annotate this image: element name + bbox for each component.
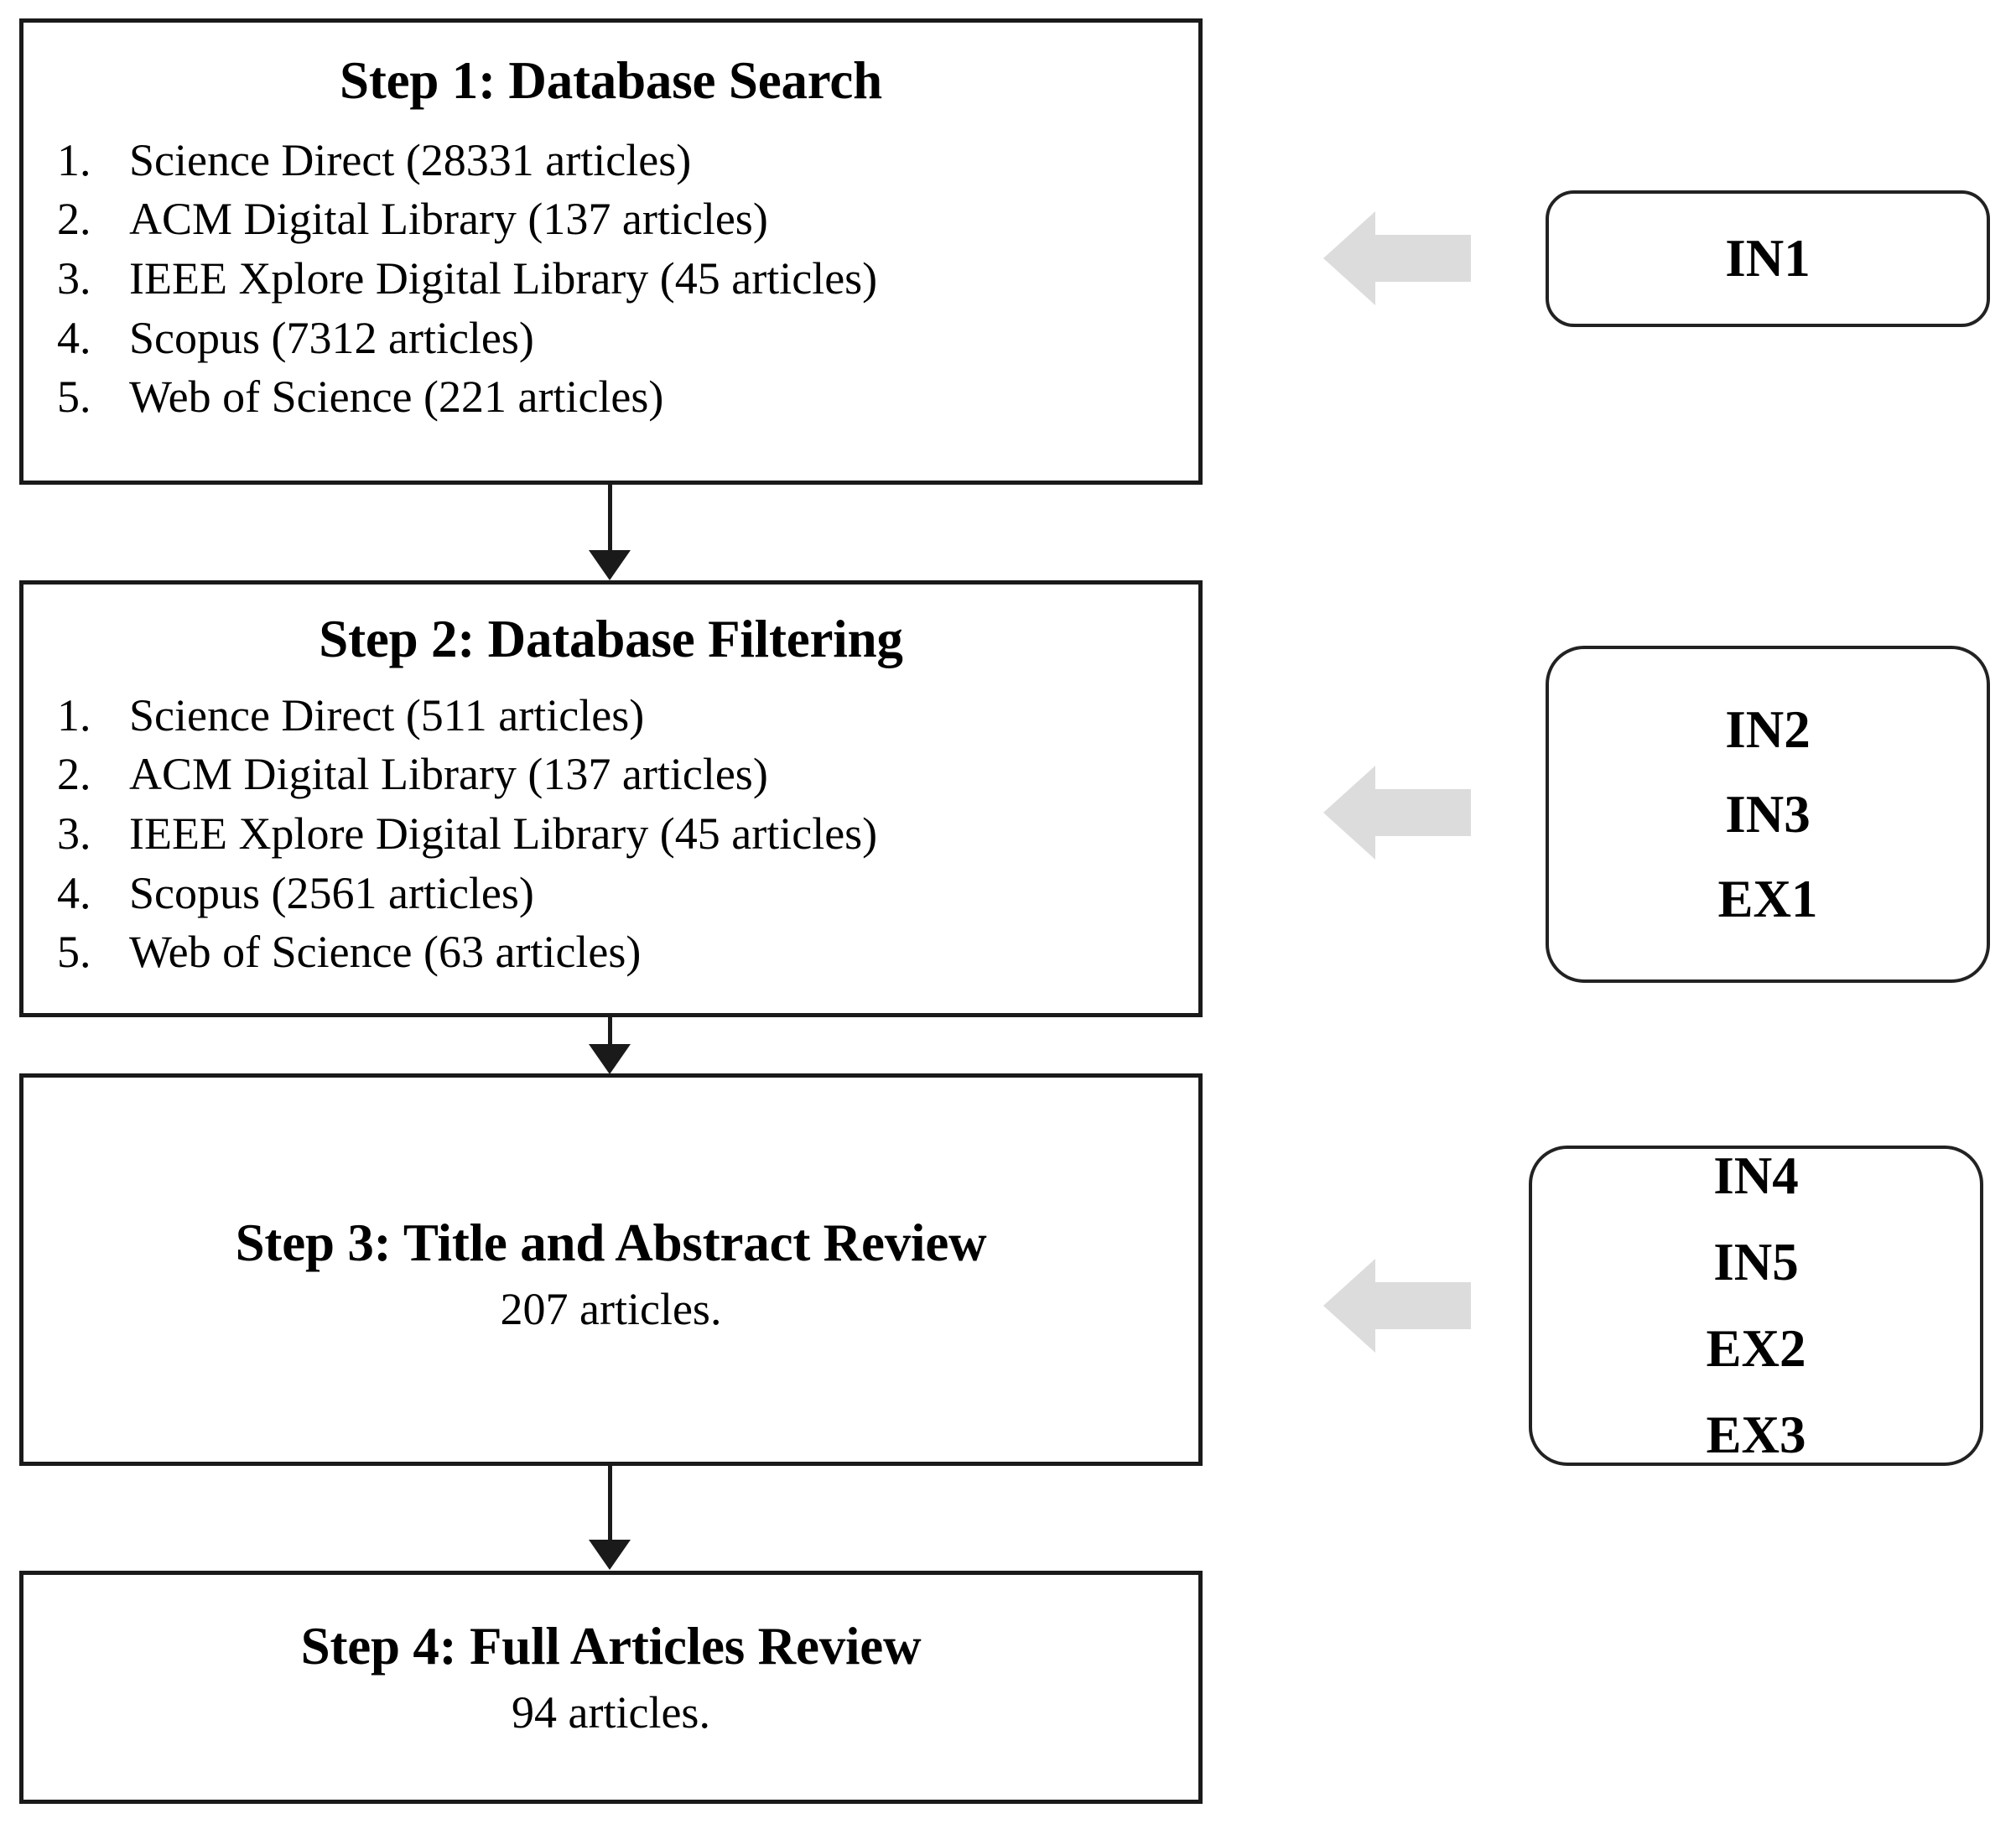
step-3-title: Step 3: Title and Abstract Review	[235, 1213, 987, 1272]
step-box-4: Step 4: Full Articles Review 94 articles…	[19, 1571, 1203, 1804]
list-item-label: Web of Science (221 articles)	[129, 372, 664, 423]
flow-arrow-head-icon	[589, 1540, 631, 1570]
list-item-label: Web of Science (63 articles)	[129, 927, 642, 978]
criteria-box-2[interactable]: IN2 IN3 EX1	[1546, 646, 1990, 983]
list-item: 5. Web of Science (221 articles)	[57, 367, 1198, 427]
list-item-label: IEEE Xplore Digital Library (45 articles…	[129, 808, 878, 860]
flow-arrow-shaft	[608, 485, 612, 553]
flow-arrow-head-icon	[589, 550, 631, 580]
list-item: 2. ACM Digital Library (137 articles)	[57, 745, 1198, 804]
criteria-label: EX3	[1706, 1406, 1806, 1464]
step-3-subtitle: 207 articles.	[500, 1283, 722, 1334]
list-item-label: Science Direct (511 articles)	[129, 689, 645, 740]
list-item-number: 2.	[57, 749, 91, 800]
list-item: 4. Scopus (7312 articles)	[57, 309, 1198, 368]
list-item-label: Scopus (7312 articles)	[129, 312, 534, 363]
criteria-label: IN2	[1725, 699, 1811, 759]
criteria-label: IN4	[1713, 1146, 1799, 1205]
step-4-subtitle: 94 articles.	[512, 1686, 710, 1738]
step-box-1: Step 1: Database Search 1. Science Direc…	[19, 18, 1203, 485]
criteria-arrow-2-icon	[1323, 766, 1471, 860]
list-item-label: ACM Digital Library (137 articles)	[129, 194, 768, 245]
list-item-label: ACM Digital Library (137 articles)	[129, 749, 768, 800]
criteria-box-3[interactable]: IN4 IN5 EX2 EX3	[1529, 1146, 1983, 1466]
list-item-number: 3.	[57, 808, 91, 860]
criteria-label: EX1	[1717, 869, 1818, 928]
step-4-title: Step 4: Full Articles Review	[300, 1617, 922, 1676]
step-1-database-list: 1. Science Direct (28331 articles) 2. AC…	[23, 131, 1198, 428]
criteria-label: EX2	[1706, 1319, 1806, 1378]
list-item-number: 4.	[57, 867, 91, 918]
step-box-3: Step 3: Title and Abstract Review 207 ar…	[19, 1073, 1203, 1466]
list-item-number: 1.	[57, 134, 91, 185]
list-item: 2. ACM Digital Library (137 articles)	[57, 190, 1198, 249]
list-item: 1. Science Direct (511 articles)	[57, 686, 1198, 746]
flow-arrow-shaft	[608, 1017, 612, 1049]
list-item: 4. Scopus (2561 articles)	[57, 864, 1198, 923]
step-box-2: Step 2: Database Filtering 1. Science Di…	[19, 580, 1203, 1017]
flow-arrow-head-icon	[589, 1044, 631, 1074]
criteria-arrow-3-icon	[1323, 1259, 1471, 1353]
step-2-title: Step 2: Database Filtering	[319, 610, 903, 668]
list-item-number: 2.	[57, 194, 91, 245]
list-item-number: 4.	[57, 312, 91, 363]
list-item: 1. Science Direct (28331 articles)	[57, 131, 1198, 190]
criteria-box-1[interactable]: IN1	[1546, 190, 1990, 327]
list-item-label: Scopus (2561 articles)	[129, 867, 534, 918]
list-item-label: Science Direct (28331 articles)	[129, 134, 692, 185]
criteria-arrow-1-icon	[1323, 211, 1471, 305]
step-1-title: Step 1: Database Search	[340, 51, 882, 110]
list-item-number: 3.	[57, 253, 91, 304]
criteria-label: IN1	[1725, 229, 1811, 288]
list-item: 3. IEEE Xplore Digital Library (45 artic…	[57, 804, 1198, 864]
step-2-database-list: 1. Science Direct (511 articles) 2. ACM …	[23, 686, 1198, 983]
list-item: 5. Web of Science (63 articles)	[57, 922, 1198, 982]
list-item-number: 1.	[57, 689, 91, 740]
list-item-number: 5.	[57, 927, 91, 978]
list-item-label: IEEE Xplore Digital Library (45 articles…	[129, 253, 878, 304]
criteria-label: IN3	[1725, 784, 1811, 844]
list-item: 3. IEEE Xplore Digital Library (45 artic…	[57, 249, 1198, 309]
list-item-number: 5.	[57, 372, 91, 423]
criteria-label: IN5	[1713, 1233, 1799, 1291]
flow-arrow-shaft	[608, 1466, 612, 1543]
